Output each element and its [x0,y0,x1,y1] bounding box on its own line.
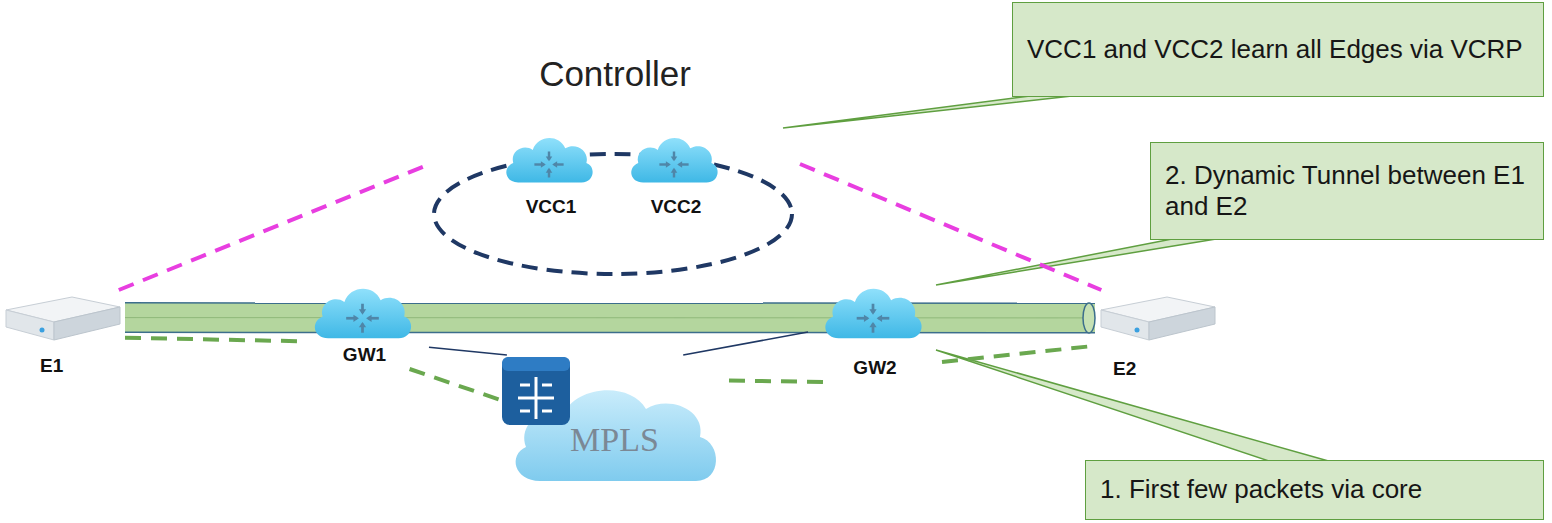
edge-device: E2 [1095,290,1220,383]
mpls-cloud: MPLS [500,355,729,483]
router-arrow [542,410,552,413]
callout-pointer [936,350,1332,462]
gateway-cloud: GW2 [808,282,942,382]
group-title: Controller [430,54,800,94]
router-arrow [542,384,552,387]
cloud-icon [808,282,938,340]
callout-pointer [783,96,1072,128]
router-arrows [518,377,554,419]
edge-appliance-icon [6,297,120,340]
cloud-icon [631,138,717,182]
mpls-cloud-icon [500,355,725,483]
cloud-icon [495,132,603,184]
cloud-icon [315,289,411,338]
node-label: E1 [40,355,63,377]
tunnel-core [125,317,1095,318]
node-label: VCC1 [495,196,607,218]
callout-text: 1. First few packets via core [1100,474,1529,505]
callout-note: VCC1 and VCC2 learn all Edges via VCRP [1012,2,1544,97]
connector [119,164,430,290]
cloud-icon [300,282,425,340]
dynamic-tunnel [125,303,1095,333]
callout-note: 2. Dynamic Tunnel between E1 and E2 [1150,142,1544,240]
callout-note: 1. First few packets via core [1085,460,1544,520]
connector [800,164,1101,290]
router-icon [502,357,570,425]
connector [683,332,808,355]
connector [410,369,500,400]
connector [429,347,507,355]
tunnel-outline [125,302,1095,333]
connector-line [429,347,507,355]
controller-ellipse [430,150,796,278]
node-label: GW1 [300,344,429,366]
controller-ellipse [434,154,792,274]
connector-line [119,164,430,290]
connector [125,338,300,341]
connector-line [683,332,808,355]
node-label: MPLS [500,421,729,459]
gateway-cloud: GW1 [300,282,429,369]
connector-line [729,381,828,382]
router-arrow [520,384,530,387]
tunnel-fill [125,304,1095,332]
edge-appliance-icon [2,294,122,346]
edge-device: E1 [0,290,125,382]
connector [729,381,828,382]
connector-line [800,164,1101,290]
edge-appliance-icon [1101,297,1215,340]
cloud-icon [825,289,921,338]
node-label: VCC2 [610,196,742,218]
connector-line [410,369,500,400]
vcc-cloud: VCC2 [610,132,742,227]
connector [942,346,1095,362]
vcc-cloud: VCC1 [495,132,607,227]
cloud-icon [506,138,592,182]
router-arrow [518,397,554,400]
connector-line [125,338,300,341]
tunnel-end [1083,303,1095,333]
connector-line [942,346,1095,362]
node-label: E2 [1113,358,1136,380]
callout-text: 2. Dynamic Tunnel between E1 and E2 [1165,160,1529,222]
cloud-icon [610,132,738,184]
router-arrow [520,410,530,413]
router-icon [502,357,570,371]
edge-appliance-icon [1097,294,1217,346]
callout-text: VCC1 and VCC2 learn all Edges via VCRP [1027,34,1529,65]
node-label: GW2 [808,357,942,379]
controller-group: ControllerVCC1VCC2 [430,50,800,278]
